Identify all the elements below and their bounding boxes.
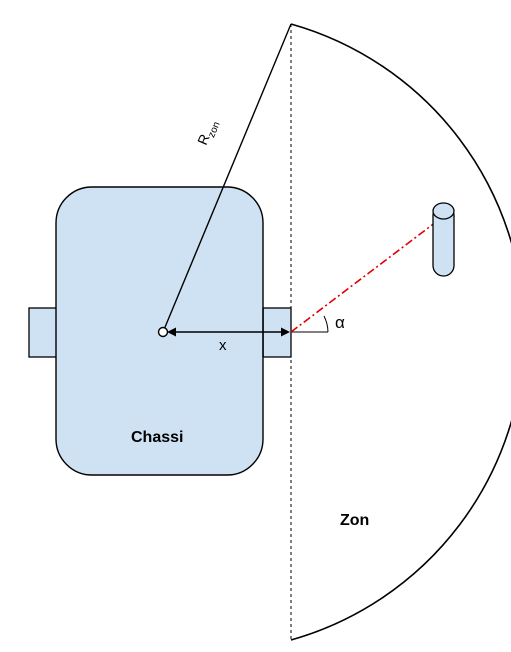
svg-text:Rzon: Rzon: [194, 117, 223, 149]
distance-arrow-right-head: [281, 327, 290, 337]
distance-arrow-left-head: [167, 327, 176, 337]
left-side-block: [28, 307, 59, 358]
radius-line: [162, 23, 292, 333]
obstacle-cylinder-top: [432, 202, 455, 220]
chassis-label: Chassi: [131, 429, 183, 446]
zone-label: Zon: [340, 512, 369, 529]
angle-arc: [323, 315, 329, 333]
line-of-sight: [290, 221, 437, 333]
chassis-center-point: [157, 326, 169, 338]
zone-boundary-arc: [290, 23, 511, 641]
radius-label: Rzon: [194, 117, 223, 149]
distance-label: x: [219, 337, 227, 354]
radius-label-subscript: zon: [206, 120, 222, 139]
angle-label: α: [335, 313, 345, 332]
